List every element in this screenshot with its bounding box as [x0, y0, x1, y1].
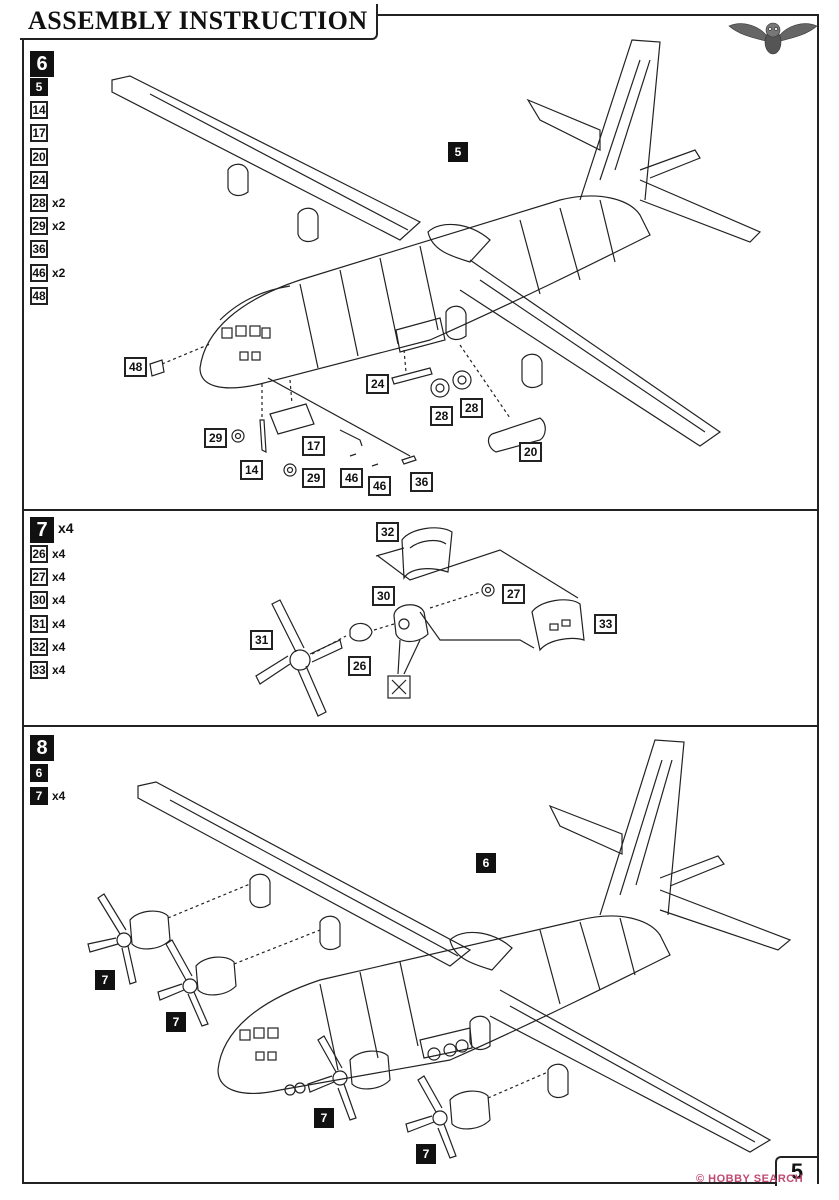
part-quantity: x4: [52, 547, 66, 561]
part-quantity: x4: [52, 663, 66, 677]
step-multiplier: x4: [58, 520, 74, 536]
part-quantity: x4: [52, 570, 66, 585]
subassembly-callout: 7: [166, 1012, 186, 1032]
step-number: 6: [30, 51, 54, 77]
subassembly-callout: 7: [95, 970, 115, 990]
part-callout: 36: [410, 472, 434, 492]
part-callout: 29: [302, 468, 326, 488]
part-callout: 24: [366, 374, 390, 394]
part-callout: 48: [124, 357, 148, 377]
part-quantity: x4: [52, 593, 66, 608]
part-number-box: 33: [30, 661, 48, 679]
part-number-box: 24: [30, 170, 48, 189]
part-quantity: x4: [52, 616, 66, 631]
part-callout: 14: [240, 460, 264, 480]
part-number-box: 27: [30, 568, 48, 587]
step-number: 7: [30, 517, 54, 543]
subassembly-callout: 6: [476, 853, 496, 873]
part-number-box: 7: [30, 787, 48, 805]
subassembly-callout: 5: [448, 142, 468, 162]
part-number-box: 48: [30, 286, 48, 305]
part-callout: 33: [594, 614, 618, 634]
part-callout: 32: [376, 522, 400, 542]
part-callout: 31: [250, 630, 274, 650]
part-callout: 26: [348, 656, 372, 676]
page-frame: [22, 14, 819, 1184]
part-quantity: x2: [52, 219, 66, 234]
subassembly-callout: 7: [314, 1108, 334, 1128]
part-callout: 20: [519, 442, 543, 462]
part-callout: 28: [430, 406, 454, 426]
part-callout: 17: [302, 436, 326, 456]
part-number-box: 30: [30, 591, 48, 610]
part-callout: 29: [204, 428, 228, 448]
part-callout: 30: [372, 586, 396, 606]
part-callout: 28: [460, 398, 484, 418]
part-number-box: 36: [30, 240, 48, 259]
section-divider: [22, 725, 819, 727]
part-callout: 46: [368, 476, 392, 496]
part-number-box: 32: [30, 637, 48, 656]
part-number-box: 46: [30, 263, 48, 282]
part-number-box: 5: [30, 78, 48, 96]
part-number-box: 14: [30, 101, 48, 120]
part-number-box: 20: [30, 147, 48, 166]
part-number-box: 17: [30, 124, 48, 143]
part-quantity: x4: [52, 639, 66, 654]
page-title: ASSEMBLY INSTRUCTION: [20, 4, 378, 40]
part-number-box: 26: [30, 545, 48, 563]
subassembly-callout: 7: [416, 1144, 436, 1164]
part-number-box: 6: [30, 764, 48, 782]
part-number-box: 28: [30, 194, 48, 212]
part-quantity: x4: [52, 789, 66, 803]
step-number: 8: [30, 735, 54, 761]
part-quantity: x2: [52, 196, 66, 210]
part-callout: 46: [340, 468, 364, 488]
part-number-box: 29: [30, 217, 48, 236]
part-number-box: 31: [30, 614, 48, 633]
page-number: 5: [775, 1156, 817, 1186]
watermark: © HOBBY SEARCH: [696, 1173, 804, 1185]
section-divider: [22, 509, 819, 511]
part-callout: 27: [502, 584, 526, 604]
part-quantity: x2: [52, 265, 66, 280]
